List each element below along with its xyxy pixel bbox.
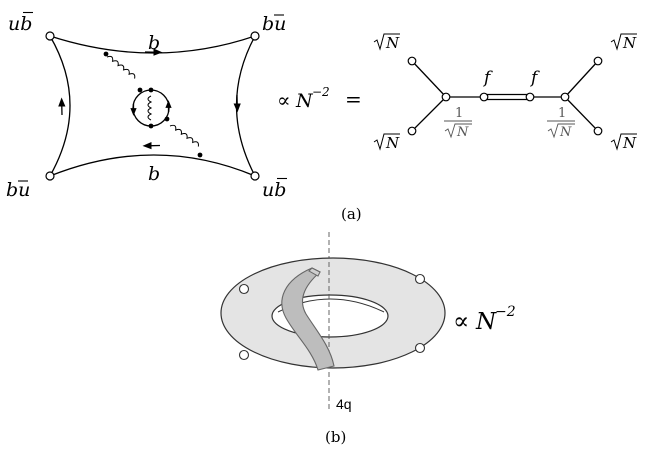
node — [441, 92, 451, 102]
sqrt-n-lower-right: N — [610, 133, 637, 152]
fraction-right: 1 N — [547, 106, 575, 140]
svg-text:N: N — [622, 34, 637, 52]
label-bottom-left: bu — [6, 179, 30, 201]
panel-a-fractions: 1 N 1 N — [444, 106, 575, 140]
vertex — [164, 116, 170, 122]
label-top-right: bu — [262, 13, 286, 35]
torus-node — [414, 342, 426, 354]
label-bottom-right: ub — [262, 179, 286, 201]
vertex — [148, 123, 154, 129]
corner-node — [250, 31, 260, 41]
torus-node — [238, 349, 250, 361]
svg-text:1: 1 — [558, 106, 566, 121]
node — [560, 92, 570, 102]
sqrt-n-upper-right: N — [610, 33, 637, 52]
node — [479, 92, 489, 102]
panel-a-vertices — [103, 51, 203, 158]
label-f-right: f — [529, 68, 540, 88]
leg-upper-right — [564, 60, 599, 98]
node — [407, 126, 417, 136]
panel-a-right-graph — [411, 60, 599, 132]
label-quark-top: b — [148, 32, 160, 54]
leg-lower-right — [564, 96, 599, 132]
svg-text:N: N — [456, 125, 469, 140]
quark-line-left — [49, 35, 71, 177]
caption-a: (a) — [341, 205, 362, 223]
panel-a-corner-labels: ub bu bu ub b b — [6, 11, 287, 201]
leg-upper-left — [411, 60, 447, 98]
panel-a-right-nodes — [407, 56, 603, 136]
label-top-left: ub — [8, 13, 32, 35]
node — [593, 56, 603, 66]
node — [593, 126, 603, 136]
caption-b: (b) — [325, 428, 346, 446]
node — [407, 56, 417, 66]
panel-b: ∝ N −2 4q — [220, 232, 516, 412]
fraction-left: 1 N — [444, 106, 472, 140]
label-f-left: f — [482, 68, 493, 88]
n-symbol: N — [295, 90, 314, 112]
corner-node — [45, 31, 55, 41]
ribbon — [281, 267, 335, 371]
proportional-symbol: ∝ — [277, 88, 291, 112]
quark-line-bottom — [49, 154, 256, 177]
sqrt-n-upper-left: N — [373, 33, 400, 52]
panel-a-sqrt-labels: N N N N — [373, 33, 637, 152]
svg-text:N: N — [385, 34, 400, 52]
svg-text:N: N — [622, 134, 637, 152]
proportional-symbol-b: ∝ — [453, 307, 469, 335]
torus — [220, 257, 446, 369]
label-quark-bottom: b — [148, 163, 160, 185]
exponent-b: −2 — [495, 304, 516, 320]
panel-a-corners — [45, 31, 260, 181]
equals-sign: = — [345, 87, 362, 111]
leg-lower-left — [411, 96, 447, 132]
quark-line-right — [235, 35, 256, 177]
vertex — [137, 87, 143, 93]
sqrt-n-lower-left: N — [373, 133, 400, 152]
panel-a-f-labels: f f — [482, 68, 540, 88]
vertex — [197, 152, 203, 158]
panel-a-left-diagram — [49, 35, 256, 177]
vertex — [103, 51, 109, 57]
svg-text:N: N — [385, 134, 400, 152]
svg-text:N: N — [559, 125, 572, 140]
exponent: −2 — [312, 85, 330, 99]
vertex — [148, 87, 154, 93]
torus-node — [414, 273, 426, 285]
n-symbol-b: N — [475, 309, 497, 335]
cut-label: 4q — [336, 396, 352, 412]
torus-node — [238, 283, 250, 295]
corner-node — [45, 171, 55, 181]
gluon-inner — [147, 95, 153, 121]
gluon-lower — [169, 124, 199, 147]
node — [525, 92, 535, 102]
ribbon-top-cap — [308, 267, 321, 277]
svg-text:1: 1 — [455, 106, 463, 121]
gluon-upper — [106, 55, 136, 79]
corner-node — [250, 171, 260, 181]
panel-a-proportional: ∝ N −2 = — [277, 85, 362, 112]
